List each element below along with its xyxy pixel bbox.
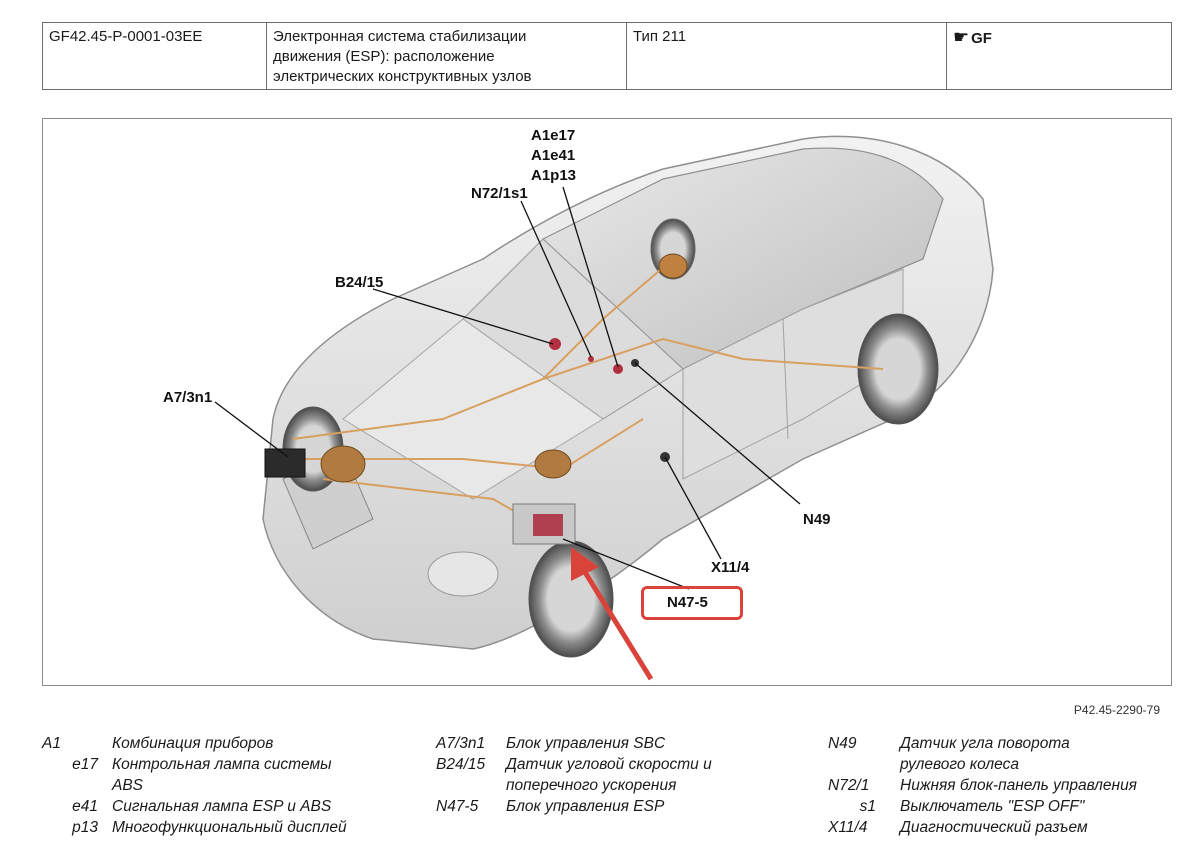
doc-id: GF42.45-P-0001-03EE xyxy=(49,28,203,45)
vehicle-type: Тип 211 xyxy=(633,28,687,45)
label-a7-3n1: A7/3n1 xyxy=(163,389,213,406)
vehicle-type-cell: Тип 211 xyxy=(627,23,947,89)
doc-title-line: движения (ESP): расположение xyxy=(273,48,495,65)
car-illustration xyxy=(214,135,994,681)
highlight-arrow xyxy=(571,547,654,681)
legend-row: поперечного ускорения xyxy=(506,777,677,794)
n47-5-highlight-box xyxy=(641,586,743,620)
doc-title-cell: Электронная система стабилизации движени… xyxy=(267,23,627,89)
car-diagram: A1e17 A1e41 A1p13 N72/1s1 B24/15 A7/3n1 … xyxy=(42,118,1172,686)
car-body xyxy=(262,135,994,650)
label-n49: N49 xyxy=(803,511,831,528)
logo-text: GF xyxy=(971,30,992,47)
label-a1e41: A1e41 xyxy=(531,147,576,164)
doc-title-line: Электронная система стабилизации xyxy=(273,28,527,45)
logo-cell: ☛GF xyxy=(947,23,1171,89)
label-a1p13: A1p13 xyxy=(531,167,577,184)
label-x11-4: X11/4 xyxy=(711,559,750,576)
legend-row: рулевого колеса xyxy=(900,756,1019,773)
label-a1e17: A1e17 xyxy=(531,127,576,144)
legend-row: ABS xyxy=(112,777,144,794)
figure-reference: P42.45-2290-79 xyxy=(1073,703,1160,717)
pointing-hand-icon: ☛ xyxy=(953,27,970,47)
doc-id-cell: GF42.45-P-0001-03EE xyxy=(43,23,267,89)
label-n72-1s1: N72/1s1 xyxy=(471,185,528,202)
header-table: GF42.45-P-0001-03EE Электронная система … xyxy=(42,22,1172,90)
label-b24-15: B24/15 xyxy=(335,274,384,291)
label-n47-5: N47-5 xyxy=(667,594,708,611)
components xyxy=(264,253,688,545)
leader-lines xyxy=(214,186,801,590)
doc-title-line: электрических конструктивных узлов xyxy=(273,68,532,85)
